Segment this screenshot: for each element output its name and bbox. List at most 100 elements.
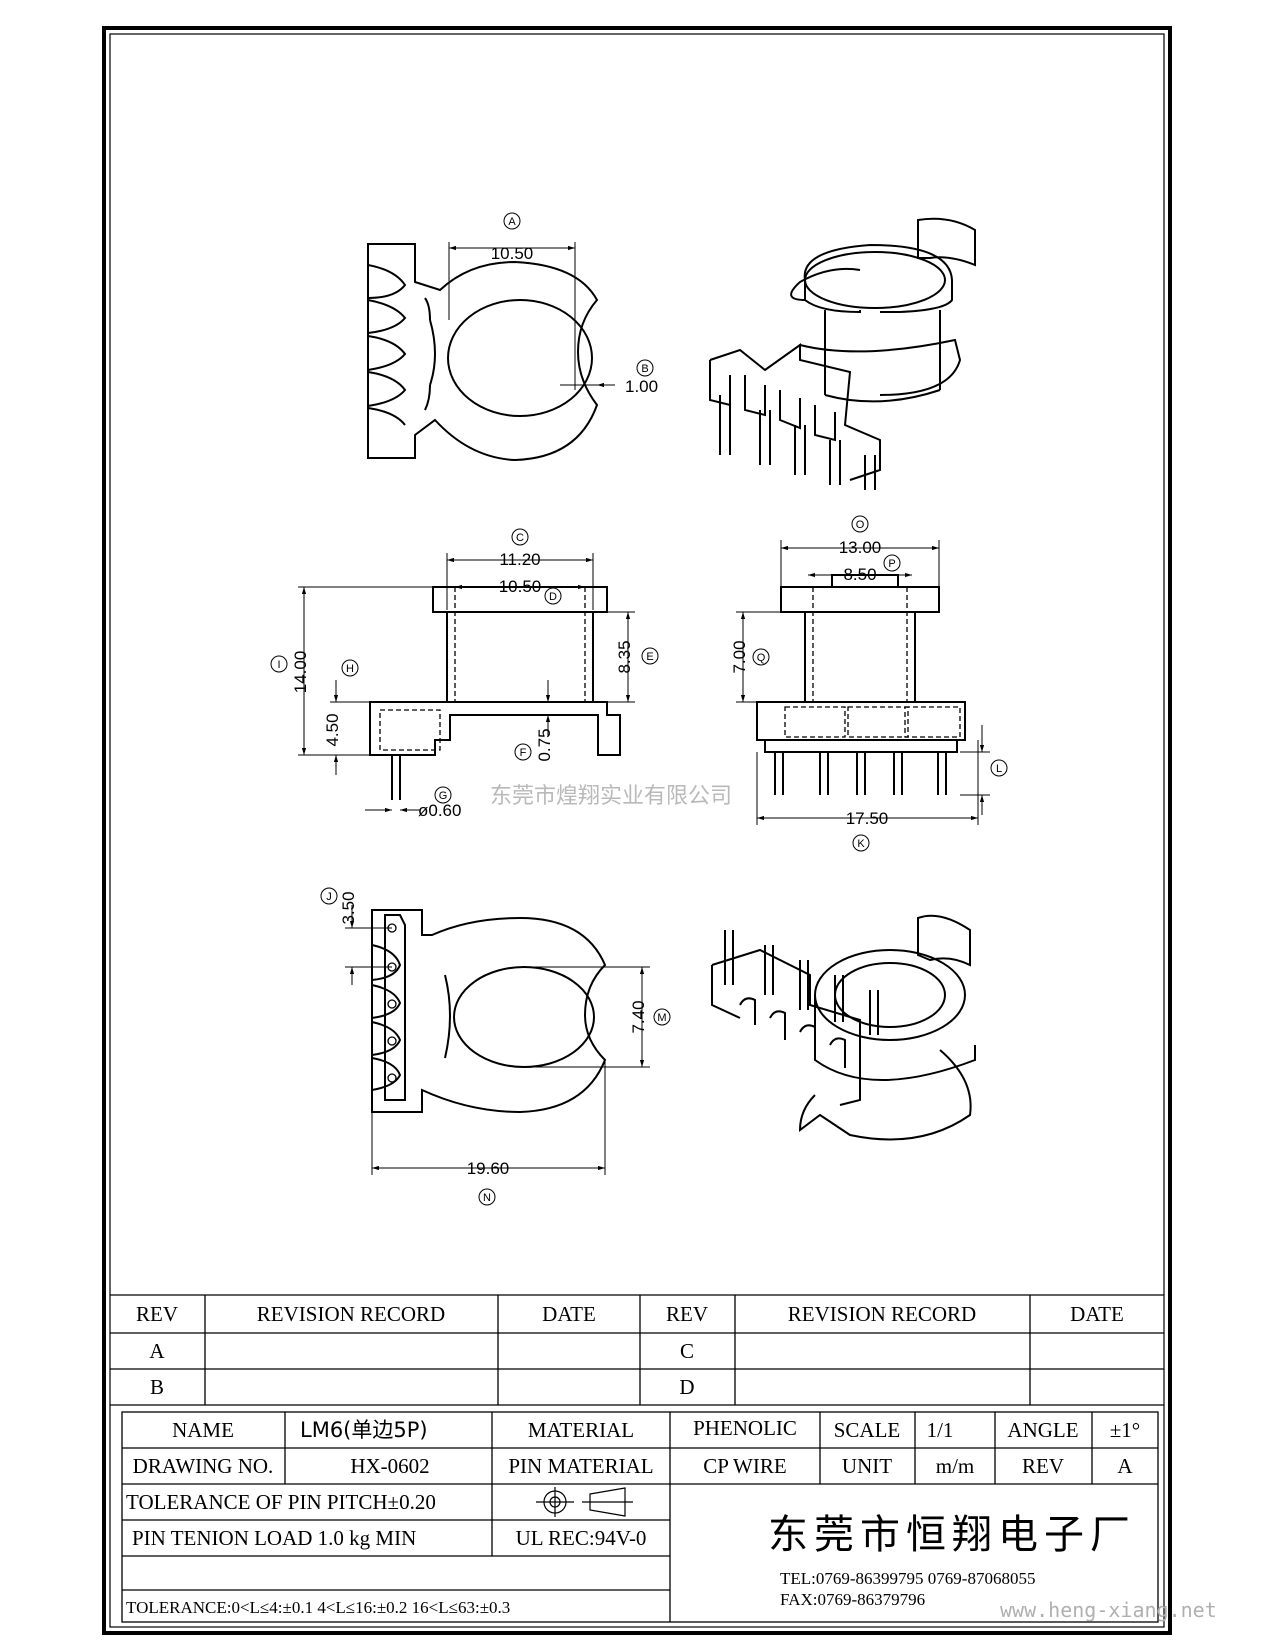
svg-text:I: I <box>277 659 280 671</box>
callout-p: P <box>883 554 901 572</box>
revision-table <box>110 1294 1164 1406</box>
svg-text:C: C <box>516 532 524 544</box>
dim-top-width: 10.50 <box>491 244 534 263</box>
callout-c: C <box>511 528 529 546</box>
company-tel: TEL:0769-86399795 0769-87068055 <box>780 1569 1035 1588</box>
callout-m: M <box>653 1008 671 1026</box>
bottom-view-pin-holes <box>387 923 397 1083</box>
dim-front-pin-offset: 0.75 <box>535 728 554 761</box>
outer-frame <box>102 26 1172 1635</box>
svg-text:B: B <box>641 363 648 375</box>
rev-row-d: D <box>679 1375 694 1399</box>
dim-bottom-width: 19.60 <box>467 1159 510 1178</box>
front-view-hidden <box>379 587 586 751</box>
callout-o: O <box>851 515 869 533</box>
callout-a: A <box>503 212 521 230</box>
pin-material-value: CP WIRE <box>703 1454 786 1478</box>
callout-k: K <box>852 834 870 852</box>
callout-i: I <box>270 655 288 673</box>
dim-bottom-pitch: 3.50 <box>339 891 358 924</box>
scale-label: SCALE <box>834 1418 901 1442</box>
front-view <box>369 586 621 800</box>
callout-h: H <box>341 659 359 677</box>
svg-text:P: P <box>888 558 895 570</box>
svg-text:H: H <box>346 663 354 675</box>
top-view <box>367 243 599 462</box>
unit-label: UNIT <box>842 1454 892 1478</box>
side-view-dims <box>736 540 990 825</box>
side-view-hidden <box>784 587 961 738</box>
date-header-2: DATE <box>1070 1302 1124 1326</box>
angle-value: ±1° <box>1110 1418 1140 1442</box>
company-name: 东莞市恒翔电子厂 <box>768 1512 1136 1558</box>
callout-f: F <box>514 743 532 761</box>
iso-view-1 <box>709 217 976 490</box>
rev-label: REV <box>1022 1454 1064 1478</box>
inner-frame <box>109 33 1165 1628</box>
drawing-no-label: DRAWING NO. <box>133 1454 274 1478</box>
front-view-dims <box>298 553 635 813</box>
dim-front-base: 4.50 <box>323 713 342 746</box>
dim-bottom-height: 7.40 <box>629 1000 648 1033</box>
top-view-dims <box>448 242 615 390</box>
dim-side-outer: 13.00 <box>839 538 882 557</box>
callout-j: J <box>320 887 338 905</box>
rev-row-c: C <box>680 1339 694 1363</box>
callout-l: L <box>990 759 1008 777</box>
pin-tenion-load: PIN TENION LOAD 1.0 kg MIN <box>132 1526 416 1550</box>
tolerance-pin-pitch: TOLERANCE OF PIN PITCH±0.20 <box>126 1490 436 1514</box>
material-value: PHENOLIC <box>693 1416 797 1440</box>
dim-front-height: 14.00 <box>291 651 310 694</box>
callout-b: B <box>636 359 654 377</box>
svg-text:E: E <box>646 651 653 663</box>
pin-material-label: PIN MATERIAL <box>508 1454 653 1478</box>
svg-text:L: L <box>996 763 1002 775</box>
callout-q: Q <box>752 648 770 666</box>
unit-value: m/m <box>936 1454 975 1478</box>
callout-n: N <box>478 1188 496 1206</box>
name-value: LM6(单边5P) <box>300 1418 428 1442</box>
rev-header-2: REV <box>666 1302 708 1326</box>
callout-d: D <box>544 587 562 605</box>
dim-side-slot: 8.50 <box>843 565 876 584</box>
angle-label: ANGLE <box>1007 1418 1078 1442</box>
svg-text:O: O <box>856 519 865 531</box>
dim-front-outer: 11.20 <box>499 550 540 569</box>
revision-record-header-2: REVISION RECORD <box>788 1302 976 1326</box>
scale-value: 1/1 <box>927 1418 954 1442</box>
svg-text:G: G <box>439 790 448 802</box>
callout-e: E <box>641 647 659 665</box>
dim-top-rim: 1.00 <box>625 377 658 396</box>
svg-text:M: M <box>657 1012 666 1024</box>
ul-rec: UL REC:94V-0 <box>516 1526 647 1550</box>
website-url: www.heng-xiang.net <box>1000 1598 1217 1622</box>
dim-side-height: 7.00 <box>730 640 749 673</box>
dim-front-pin-dia: ø0.60 <box>418 801 461 820</box>
iso-view-2 <box>711 914 976 1141</box>
date-header-1: DATE <box>542 1302 596 1326</box>
dim-front-inner: 10.50 <box>499 577 542 596</box>
bottom-view <box>371 909 607 1114</box>
svg-text:J: J <box>326 891 332 903</box>
title-block-grid <box>121 1411 1159 1623</box>
rev-row-b: B <box>150 1375 164 1399</box>
company-fax: FAX:0769-86379796 <box>780 1590 925 1609</box>
svg-text:N: N <box>483 1192 491 1204</box>
dim-front-bobbin: 8.35 <box>615 640 634 673</box>
svg-text:K: K <box>857 838 865 850</box>
material-label: MATERIAL <box>528 1418 634 1442</box>
drawing-no-value: HX-0602 <box>350 1454 429 1478</box>
rev-header-1: REV <box>136 1302 178 1326</box>
rev-value: A <box>1117 1454 1133 1478</box>
svg-text:F: F <box>520 747 527 759</box>
side-view <box>756 574 966 795</box>
tolerance-ranges: TOLERANCE:0<L≤4:±0.1 4<L≤16:±0.2 16<L≤63… <box>126 1598 510 1617</box>
svg-text:Q: Q <box>757 652 766 664</box>
dim-side-base: 17.50 <box>846 809 889 828</box>
svg-text:D: D <box>549 591 557 603</box>
watermark: 东莞市煌翔实业有限公司 <box>490 784 732 809</box>
revision-record-header-1: REVISION RECORD <box>257 1302 445 1326</box>
name-label: NAME <box>172 1418 234 1442</box>
rev-row-a: A <box>149 1339 165 1363</box>
